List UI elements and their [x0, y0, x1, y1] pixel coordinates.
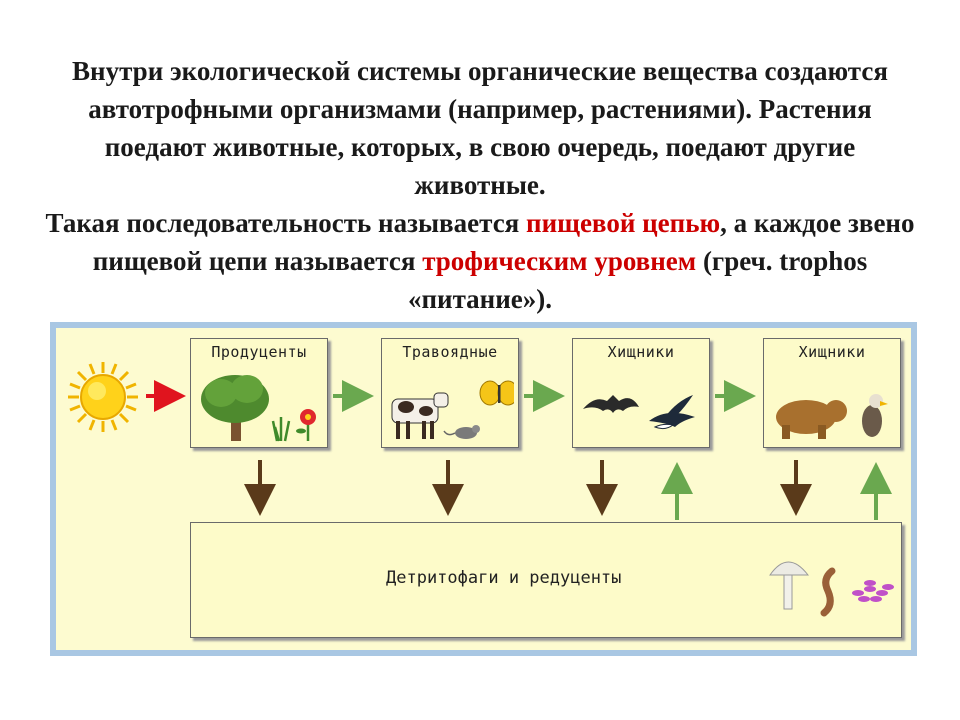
box-label-producers: Продуценты — [211, 343, 307, 361]
p2-start: Такая последовательность называется — [45, 208, 527, 238]
p2-end: (греч. trophos «питание»). — [407, 246, 868, 314]
worm-icon — [820, 567, 836, 617]
mushroom-icon — [769, 561, 810, 610]
box-label-predators-2: Хищники — [798, 343, 866, 361]
paragraph-2: Такая последовательность называется пище… — [40, 204, 920, 318]
intro-text: Внутри экологической системы органически… — [40, 52, 920, 318]
mouse-icon — [443, 425, 480, 439]
eagle-icon — [862, 394, 888, 437]
term-trophic-level: трофическим уровнем — [422, 246, 697, 276]
tree-icon — [201, 375, 269, 441]
box-label-herbivores: Травоядные — [402, 343, 498, 361]
swallow-icon — [649, 395, 695, 430]
box-predators-1: Хищники — [572, 338, 710, 448]
term-food-chain: пищевой цепью — [526, 208, 721, 238]
cow-icon — [391, 392, 449, 439]
butterfly-icon — [479, 380, 514, 406]
box-detritivores: Детритофаги и редуценты — [190, 522, 902, 638]
bat-icon — [583, 395, 639, 413]
box-producers: Продуценты — [190, 338, 328, 448]
paragraph-1: Внутри экологической системы органически… — [72, 56, 888, 200]
box-label-detritivores: Детритофаги и редуценты — [386, 568, 622, 588]
bear-icon — [776, 400, 847, 439]
sun-icon — [68, 362, 138, 432]
p2-mid: , а каждое звено пищевой цепи называется — [92, 208, 915, 276]
box-predators-2: Хищники — [763, 338, 901, 448]
box-label-predators-1: Хищники — [607, 343, 675, 361]
grass-icon — [271, 417, 291, 442]
bacteria-icon — [852, 580, 894, 602]
flower-icon — [296, 409, 316, 441]
box-herbivores: Травоядные — [381, 338, 519, 448]
